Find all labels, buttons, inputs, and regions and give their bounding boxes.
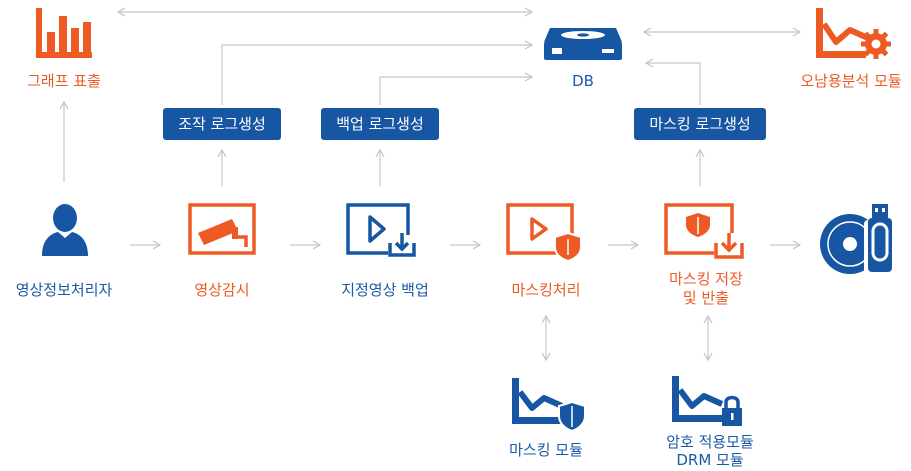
usb-disc-icon xyxy=(820,204,892,276)
database-icon xyxy=(544,28,622,60)
analysis-gear-icon xyxy=(816,8,891,59)
crypto-line1: 암호 적용모듈 xyxy=(666,433,754,451)
oplog-db-link xyxy=(221,40,534,105)
graph-label: 그래프 표출 xyxy=(27,72,101,90)
bar-chart-icon xyxy=(36,8,92,58)
monitor-label: 영상감시 xyxy=(194,281,250,299)
op-log-pill: 조작 로그생성 xyxy=(163,108,281,140)
video-shield-icon xyxy=(506,203,582,261)
mask-store-line1: 마스킹 저장 xyxy=(669,270,743,288)
masklog-db-link xyxy=(644,58,701,105)
mask-store-label: 마스킹 저장 및 반출 xyxy=(669,270,743,308)
backup-label: 지정영상 백업 xyxy=(341,281,429,299)
crypto-label: 암호 적용모듈 DRM 모듈 xyxy=(666,433,754,469)
db-label: DB xyxy=(572,72,594,90)
mask-log-pill: 마스킹 로그생성 xyxy=(634,108,766,140)
backuplog-db-link xyxy=(379,72,534,105)
operator-label: 영상정보처리자 xyxy=(15,281,113,299)
mask-store-line2: 및 반출 xyxy=(682,289,730,307)
chart-lock-icon xyxy=(672,376,742,426)
crypto-line2: DRM 모듈 xyxy=(676,451,744,469)
cctv-icon xyxy=(188,203,256,255)
mask-module-label: 마스킹 모듈 xyxy=(509,441,583,459)
masking-label: 마스킹처리 xyxy=(511,281,581,299)
chart-shield-icon xyxy=(512,378,586,433)
video-shield-download-icon xyxy=(664,203,744,259)
user-icon xyxy=(42,204,88,256)
backup-log-pill: 백업 로그생성 xyxy=(321,108,439,140)
misuse-label: 오남용분석 모듈 xyxy=(800,72,902,90)
video-download-icon xyxy=(346,203,416,257)
